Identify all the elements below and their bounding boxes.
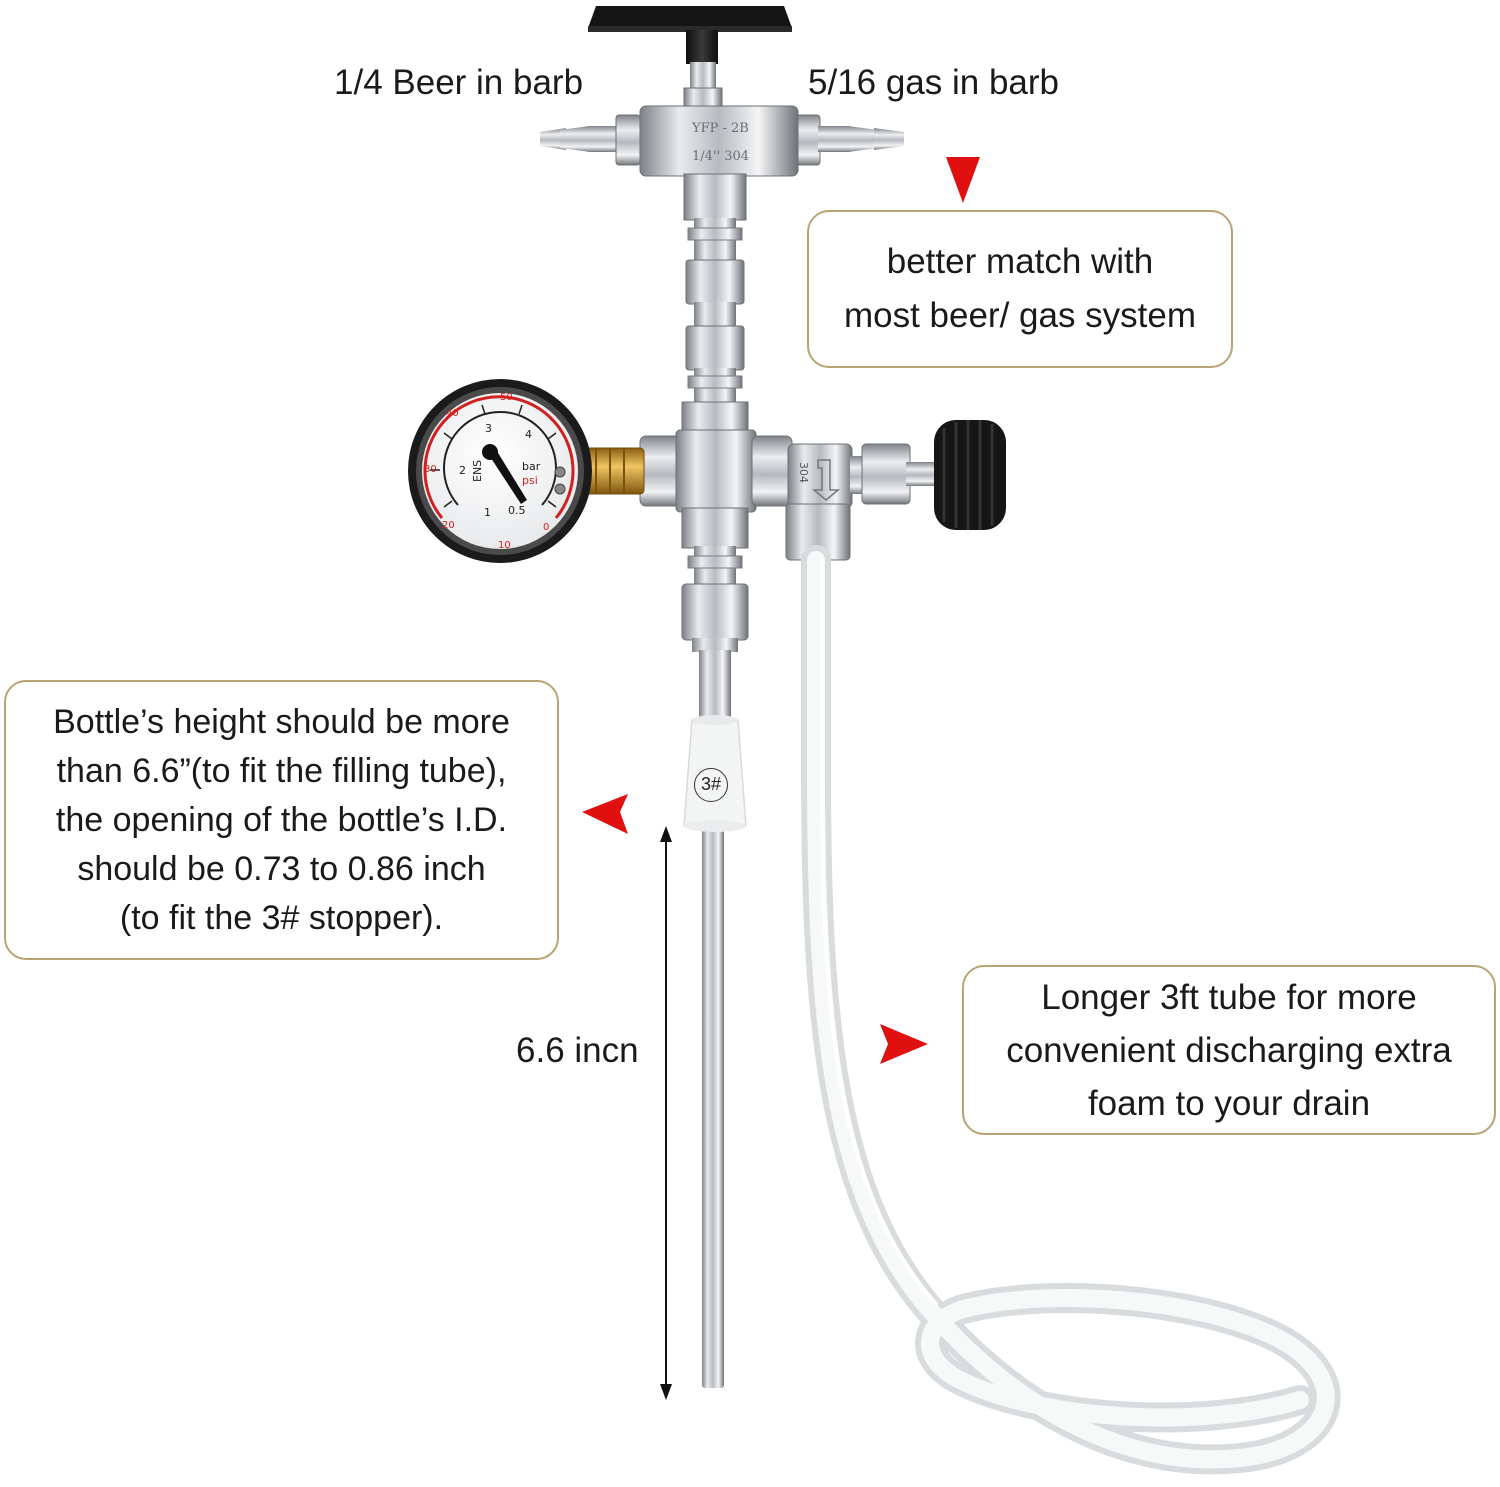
discharge-tube-callout: Longer 3ft tube for more convenient disc… xyxy=(962,965,1496,1135)
gauge-tick-bar-0: 0.5 xyxy=(508,504,526,517)
callout-line: Bottle’s height should be more xyxy=(53,702,510,741)
body-mark-top: YFP - 2B xyxy=(691,121,749,136)
beer-in-label: 1/4 Beer in barb xyxy=(334,63,584,102)
system-match-callout: better match with most beer/ gas system xyxy=(807,210,1233,368)
arrow-left-icon xyxy=(582,794,628,834)
gauge-brand: ENS xyxy=(471,460,484,482)
callout-line: convenient discharging extra xyxy=(1006,1030,1452,1070)
arrow-down-icon xyxy=(946,157,980,203)
callout-line: should be 0.73 to 0.86 inch xyxy=(77,849,486,888)
gauge-tick-psi-1: 10 xyxy=(498,540,511,551)
gas-in-barb xyxy=(795,114,904,166)
gauge-tick-bar-3: 3 xyxy=(485,422,492,435)
callout-line: (to fit the 3# stopper). xyxy=(119,898,444,937)
body-mark-bottom: 1/4'' 304 xyxy=(692,149,749,164)
callout-line: most beer/ gas system xyxy=(843,296,1197,335)
dimension-arrow xyxy=(660,826,672,1400)
gauge-tick-bar-2: 2 xyxy=(459,464,466,477)
valve-body: YFP - 2B 1/4'' 304 xyxy=(639,105,799,221)
gauge-unit-bar: bar xyxy=(522,460,541,473)
callout-line: foam to your drain xyxy=(1087,1083,1371,1123)
pressure-gauge: ENS bar psi 0.5 1 2 3 4 0 10 20 30 40 50 xyxy=(408,379,645,563)
bleed-valve: 304 xyxy=(785,420,1006,561)
callout-line: the opening of the bottle’s I.D. xyxy=(55,800,508,839)
gauge-tick-psi-3: 30 xyxy=(424,464,437,475)
stopper-marking: 3# xyxy=(694,768,728,802)
filling-tube xyxy=(681,546,749,1388)
gauge-tick-psi-2: 20 xyxy=(442,520,455,531)
gauge-tick-psi-0: 0 xyxy=(543,522,549,533)
callout-line: Longer 3ft tube for more xyxy=(1041,977,1417,1017)
arrow-right-icon xyxy=(880,1024,928,1064)
callout-line: than 6.6”(to fit the filling tube), xyxy=(56,751,507,790)
valve-body-mark: 304 xyxy=(797,462,810,483)
callout-line: better match with xyxy=(886,242,1154,281)
gauge-tick-bar-1: 1 xyxy=(484,506,491,519)
beer-in-barb xyxy=(540,114,641,166)
upper-fitting-column xyxy=(685,218,745,404)
gauge-tick-psi-4: 40 xyxy=(446,408,459,419)
gas-in-label: 5/16 gas in barb xyxy=(808,63,1060,102)
bottle-requirements-callout: Bottle’s height should be more than 6.6”… xyxy=(4,680,559,960)
drain-hose xyxy=(801,545,1341,1475)
gauge-unit-psi: psi xyxy=(522,474,538,487)
gauge-tick-psi-5: 50 xyxy=(500,392,513,403)
top-valve-handle xyxy=(588,6,792,109)
gauge-tick-bar-4: 4 xyxy=(525,428,532,441)
tube-length-label: 6.6 incn xyxy=(516,1031,639,1070)
cross-block xyxy=(639,401,793,549)
